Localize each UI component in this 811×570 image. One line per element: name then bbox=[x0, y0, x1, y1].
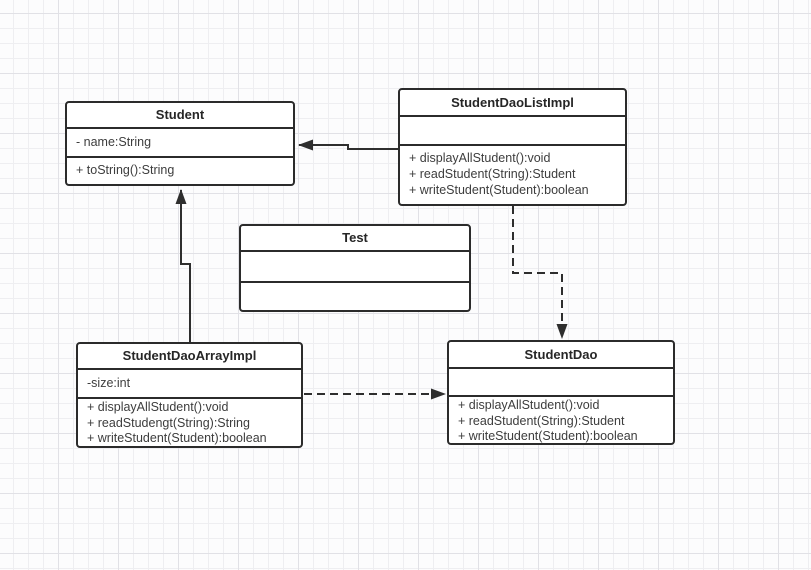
class-studentdaoarrayimpl-methods: + displayAllStudent():void + readStudeng… bbox=[78, 399, 301, 446]
method-row: + readStudent(String):Student bbox=[409, 167, 576, 181]
class-box-test[interactable]: Test bbox=[239, 224, 471, 312]
method-row: + writeStudent(Student):boolean bbox=[409, 183, 589, 197]
class-studentdaoarrayimpl-title: StudentDaoArrayImpl bbox=[78, 344, 301, 370]
class-box-studentdaolistimpl[interactable]: StudentDaoListImpl + displayAllStudent()… bbox=[398, 88, 627, 206]
attribute-row: - name:String bbox=[76, 135, 152, 149]
class-student-title: Student bbox=[67, 103, 293, 129]
method-row: + displayAllStudent():void bbox=[458, 398, 600, 412]
method-row: + toString():String bbox=[76, 163, 175, 177]
method-row: + displayAllStudent():void bbox=[409, 151, 551, 165]
method-row: + displayAllStudent():void bbox=[87, 400, 229, 414]
class-studentdaolistimpl-title: StudentDaoListImpl bbox=[400, 90, 625, 117]
class-test-attributes bbox=[241, 252, 469, 283]
class-box-studentdao[interactable]: StudentDao + displayAllStudent():void + … bbox=[447, 340, 675, 445]
class-studentdaolistimpl-methods: + displayAllStudent():void + readStudent… bbox=[400, 146, 625, 204]
attribute-row: -size:int bbox=[87, 376, 131, 390]
method-row: + readStudent(String):Student bbox=[458, 413, 625, 428]
class-box-studentdaoarrayimpl[interactable]: StudentDaoArrayImpl -size:int + displayA… bbox=[76, 342, 303, 448]
association-studentdaoarrayimpl-to-student[interactable] bbox=[175, 189, 191, 343]
class-test-title: Test bbox=[241, 226, 469, 252]
class-studentdao-title: StudentDao bbox=[449, 342, 673, 369]
method-row: + readStudengt(String):String bbox=[87, 415, 250, 430]
method-row: + writeStudent(Student):boolean bbox=[87, 431, 267, 445]
class-box-student[interactable]: Student - name:String + toString():Strin… bbox=[65, 101, 295, 186]
class-test-methods bbox=[241, 283, 469, 310]
class-student-methods: + toString():String bbox=[67, 158, 293, 184]
dependency-studentdaolistimpl-to-studentdao[interactable] bbox=[512, 206, 568, 339]
class-student-attributes: - name:String bbox=[67, 129, 293, 158]
class-studentdao-attributes bbox=[449, 369, 673, 397]
class-studentdao-methods: + displayAllStudent():void + readStudent… bbox=[449, 397, 673, 443]
class-studentdaoarrayimpl-attributes: -size:int bbox=[78, 370, 301, 399]
method-row: + writeStudent(Student):boolean bbox=[458, 429, 638, 443]
association-studentdaolistimpl-to-student[interactable] bbox=[298, 139, 398, 151]
class-studentdaolistimpl-attributes bbox=[400, 117, 625, 146]
